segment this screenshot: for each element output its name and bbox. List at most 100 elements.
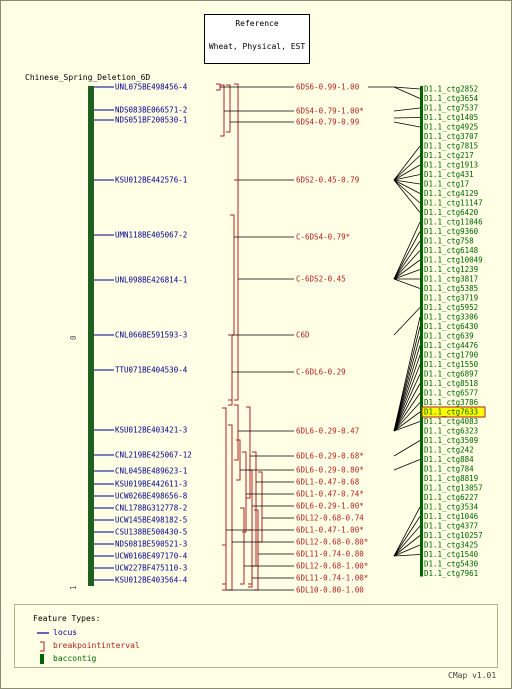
contig-label[interactable]: D1.1_ctg6430 [424, 322, 479, 331]
contig-label[interactable]: D1.1_ctg1046 [424, 512, 479, 521]
breakpoint-bracket[interactable] [234, 404, 239, 461]
breakpoint-label[interactable]: C-6DL6-0.29 [296, 368, 346, 377]
breakpoint-bracket[interactable] [230, 214, 235, 336]
locus-label[interactable]: KSU012BE403564-4 [115, 576, 188, 585]
breakpoint-bracket[interactable] [252, 451, 257, 567]
locus-label[interactable]: UMN118BE405067-2 [115, 231, 187, 240]
contig-label[interactable]: D1.1_ctg3786 [424, 398, 479, 407]
locus-label[interactable]: NDS083BE066571-2 [115, 106, 187, 115]
contig-label[interactable]: D1.1_ctg6577 [424, 389, 478, 398]
breakpoint-label[interactable]: 6DL6-0.29-0.80* [296, 466, 364, 475]
contig-label[interactable]: D1.1_ctg3425 [424, 541, 478, 550]
breakpoint-bracket[interactable] [236, 439, 241, 481]
locus-label[interactable]: CNL178BG312778-2 [115, 504, 187, 513]
contig-label[interactable]: D1.1_ctg1540 [424, 550, 479, 559]
breakpoint-label[interactable]: 6DL10-0.80-1.00 [296, 586, 364, 595]
locus-label[interactable]: CNL066BE591593-3 [115, 331, 187, 340]
breakpoint-label[interactable]: 6DS2-0.45-0.79 [296, 176, 359, 185]
contig-label[interactable]: D1.1_ctg1913 [424, 161, 478, 170]
breakpoint-label[interactable]: 6DL1-0.47-0.74* [296, 490, 364, 499]
chromosome-backbone[interactable] [88, 86, 94, 586]
breakpoint-label[interactable]: 6DL1-0.47-0.68 [296, 478, 360, 487]
contig-label[interactable]: D1.1_ctg431 [424, 170, 474, 179]
locus-label[interactable]: KSU012BE403421-3 [115, 426, 187, 435]
contig-label[interactable]: D1.1_ctg758 [424, 237, 474, 246]
reference-map-name[interactable]: Wheat, Physical, EST [208, 42, 306, 51]
contig-label[interactable]: D1.1_ctg4083 [424, 417, 478, 426]
contig-label[interactable]: D1.1_ctg7633 [424, 408, 478, 417]
breakpoint-label[interactable]: 6DL1-0.47-1.00* [296, 526, 364, 535]
locus-label[interactable]: CSU138BE500430-5 [115, 528, 187, 537]
contig-label[interactable]: D1.1_ctg3817 [424, 275, 478, 284]
contig-label[interactable]: D1.1_ctg5952 [424, 303, 478, 312]
locus-label[interactable]: UCW016BE497170-4 [115, 552, 188, 561]
breakpoint-label[interactable]: C6D [296, 331, 310, 340]
contig-label[interactable]: D1.1_ctg3654 [424, 94, 479, 103]
breakpoint-bracket[interactable] [234, 83, 239, 401]
breakpoint-bracket[interactable] [228, 334, 233, 406]
contig-label[interactable]: D1.1_ctg7815 [424, 142, 478, 151]
breakpoint-bracket[interactable] [240, 507, 245, 585]
breakpoint-bracket[interactable] [226, 84, 231, 133]
contig-label[interactable]: D1.1_ctg5385 [424, 284, 478, 293]
locus-label[interactable]: CNL045BE489623-1 [115, 467, 187, 476]
breakpoint-label[interactable]: 6DS6-0.99-1.00 [296, 83, 360, 92]
contig-label[interactable]: D1.1_ctg5430 [424, 560, 479, 569]
contig-label[interactable]: D1.1_ctg1790 [424, 351, 479, 360]
contig-label[interactable]: D1.1_ctg2852 [424, 85, 478, 94]
breakpoint-label[interactable]: 6DL11-0.74-0.80 [296, 550, 364, 559]
contig-label[interactable]: D1.1_ctg17 [424, 180, 469, 189]
breakpoint-label[interactable]: 6DL6-0.29-0.47 [296, 427, 359, 436]
locus-label[interactable]: UNL075BE498456-4 [115, 83, 188, 92]
locus-label[interactable]: CNL219BE425067-12 [115, 451, 192, 460]
contig-label[interactable]: D1.1_ctg784 [424, 465, 474, 474]
contig-label[interactable]: D1.1_ctg3719 [424, 294, 478, 303]
contig-label[interactable]: D1.1_ctg10257 [424, 531, 483, 540]
contig-label[interactable]: D1.1_ctg4476 [424, 341, 479, 350]
contig-label[interactable]: D1.1_ctg8819 [424, 474, 478, 483]
locus-label[interactable]: UCW026BE498656-8 [115, 492, 188, 501]
breakpoint-bracket[interactable] [222, 407, 227, 585]
contig-label[interactable]: D1.1_ctg884 [424, 455, 474, 464]
contig-label[interactable]: D1.1_ctg4129 [424, 189, 478, 198]
contig-label[interactable]: D1.1_ctg4925 [424, 123, 478, 132]
breakpoint-bracket[interactable] [246, 406, 251, 499]
contig-label[interactable]: D1.1_ctg13057 [424, 484, 483, 493]
contig-label[interactable]: D1.1_ctg9360 [424, 227, 479, 236]
contig-label[interactable]: D1.1_ctg3509 [424, 436, 478, 445]
locus-label[interactable]: NDS051BF200530-1 [115, 116, 187, 125]
breakpoint-label[interactable]: C-6DS4-0.79* [296, 233, 350, 242]
contig-label[interactable]: D1.1_ctg6148 [424, 246, 479, 255]
breakpoint-label[interactable]: 6DS4-0.79-1.00* [296, 107, 364, 116]
contig-label[interactable]: D1.1_ctg1405 [424, 113, 478, 122]
contig-label[interactable]: D1.1_ctg1239 [424, 265, 478, 274]
contig-label[interactable]: D1.1_ctg217 [424, 151, 474, 160]
contig-label[interactable]: D1.1_ctg3306 [424, 313, 479, 322]
contig-label[interactable]: D1.1_ctg6323 [424, 427, 478, 436]
breakpoint-label[interactable]: 6DL6-0.29-1.00* [296, 502, 364, 511]
breakpoint-bracket[interactable] [258, 471, 263, 543]
breakpoint-label[interactable]: 6DL11-0.74-1.00* [296, 574, 368, 583]
breakpoint-bracket[interactable] [228, 424, 233, 591]
locus-label[interactable]: KSU019BE442611-3 [115, 480, 187, 489]
contig-label[interactable]: D1.1_ctg11147 [424, 199, 483, 208]
contig-label[interactable]: D1.1_ctg4377 [424, 522, 478, 531]
contig-label[interactable]: D1.1_ctg7537 [424, 104, 478, 113]
breakpoint-label[interactable]: 6DL12-0.68-0.74 [296, 514, 364, 523]
contig-label[interactable]: D1.1_ctg11046 [424, 218, 483, 227]
breakpoint-bracket[interactable] [220, 84, 225, 137]
breakpoint-label[interactable]: 6DL12-0.68-0.80* [296, 538, 368, 547]
contig-label[interactable]: D1.1_ctg1550 [424, 360, 479, 369]
contig-label[interactable]: D1.1_ctg10049 [424, 256, 483, 265]
contig-label[interactable]: D1.1_ctg8518 [424, 379, 479, 388]
contig-label[interactable]: D1.1_ctg6420 [424, 208, 479, 217]
contig-label[interactable]: D1.1_ctg6897 [424, 370, 478, 379]
locus-label[interactable]: UNL098BE426814-1 [115, 276, 187, 285]
locus-label[interactable]: TTU071BE404530-4 [115, 366, 188, 375]
breakpoint-label[interactable]: 6DL12-0.68-1.00* [296, 562, 368, 571]
contig-label[interactable]: D1.1_ctg3534 [424, 503, 479, 512]
breakpoint-bracket[interactable] [248, 529, 253, 585]
locus-label[interactable]: KSU012BE442576-1 [115, 176, 187, 185]
breakpoint-bracket[interactable] [228, 334, 233, 401]
contig-label[interactable]: D1.1_ctg3707 [424, 132, 478, 141]
